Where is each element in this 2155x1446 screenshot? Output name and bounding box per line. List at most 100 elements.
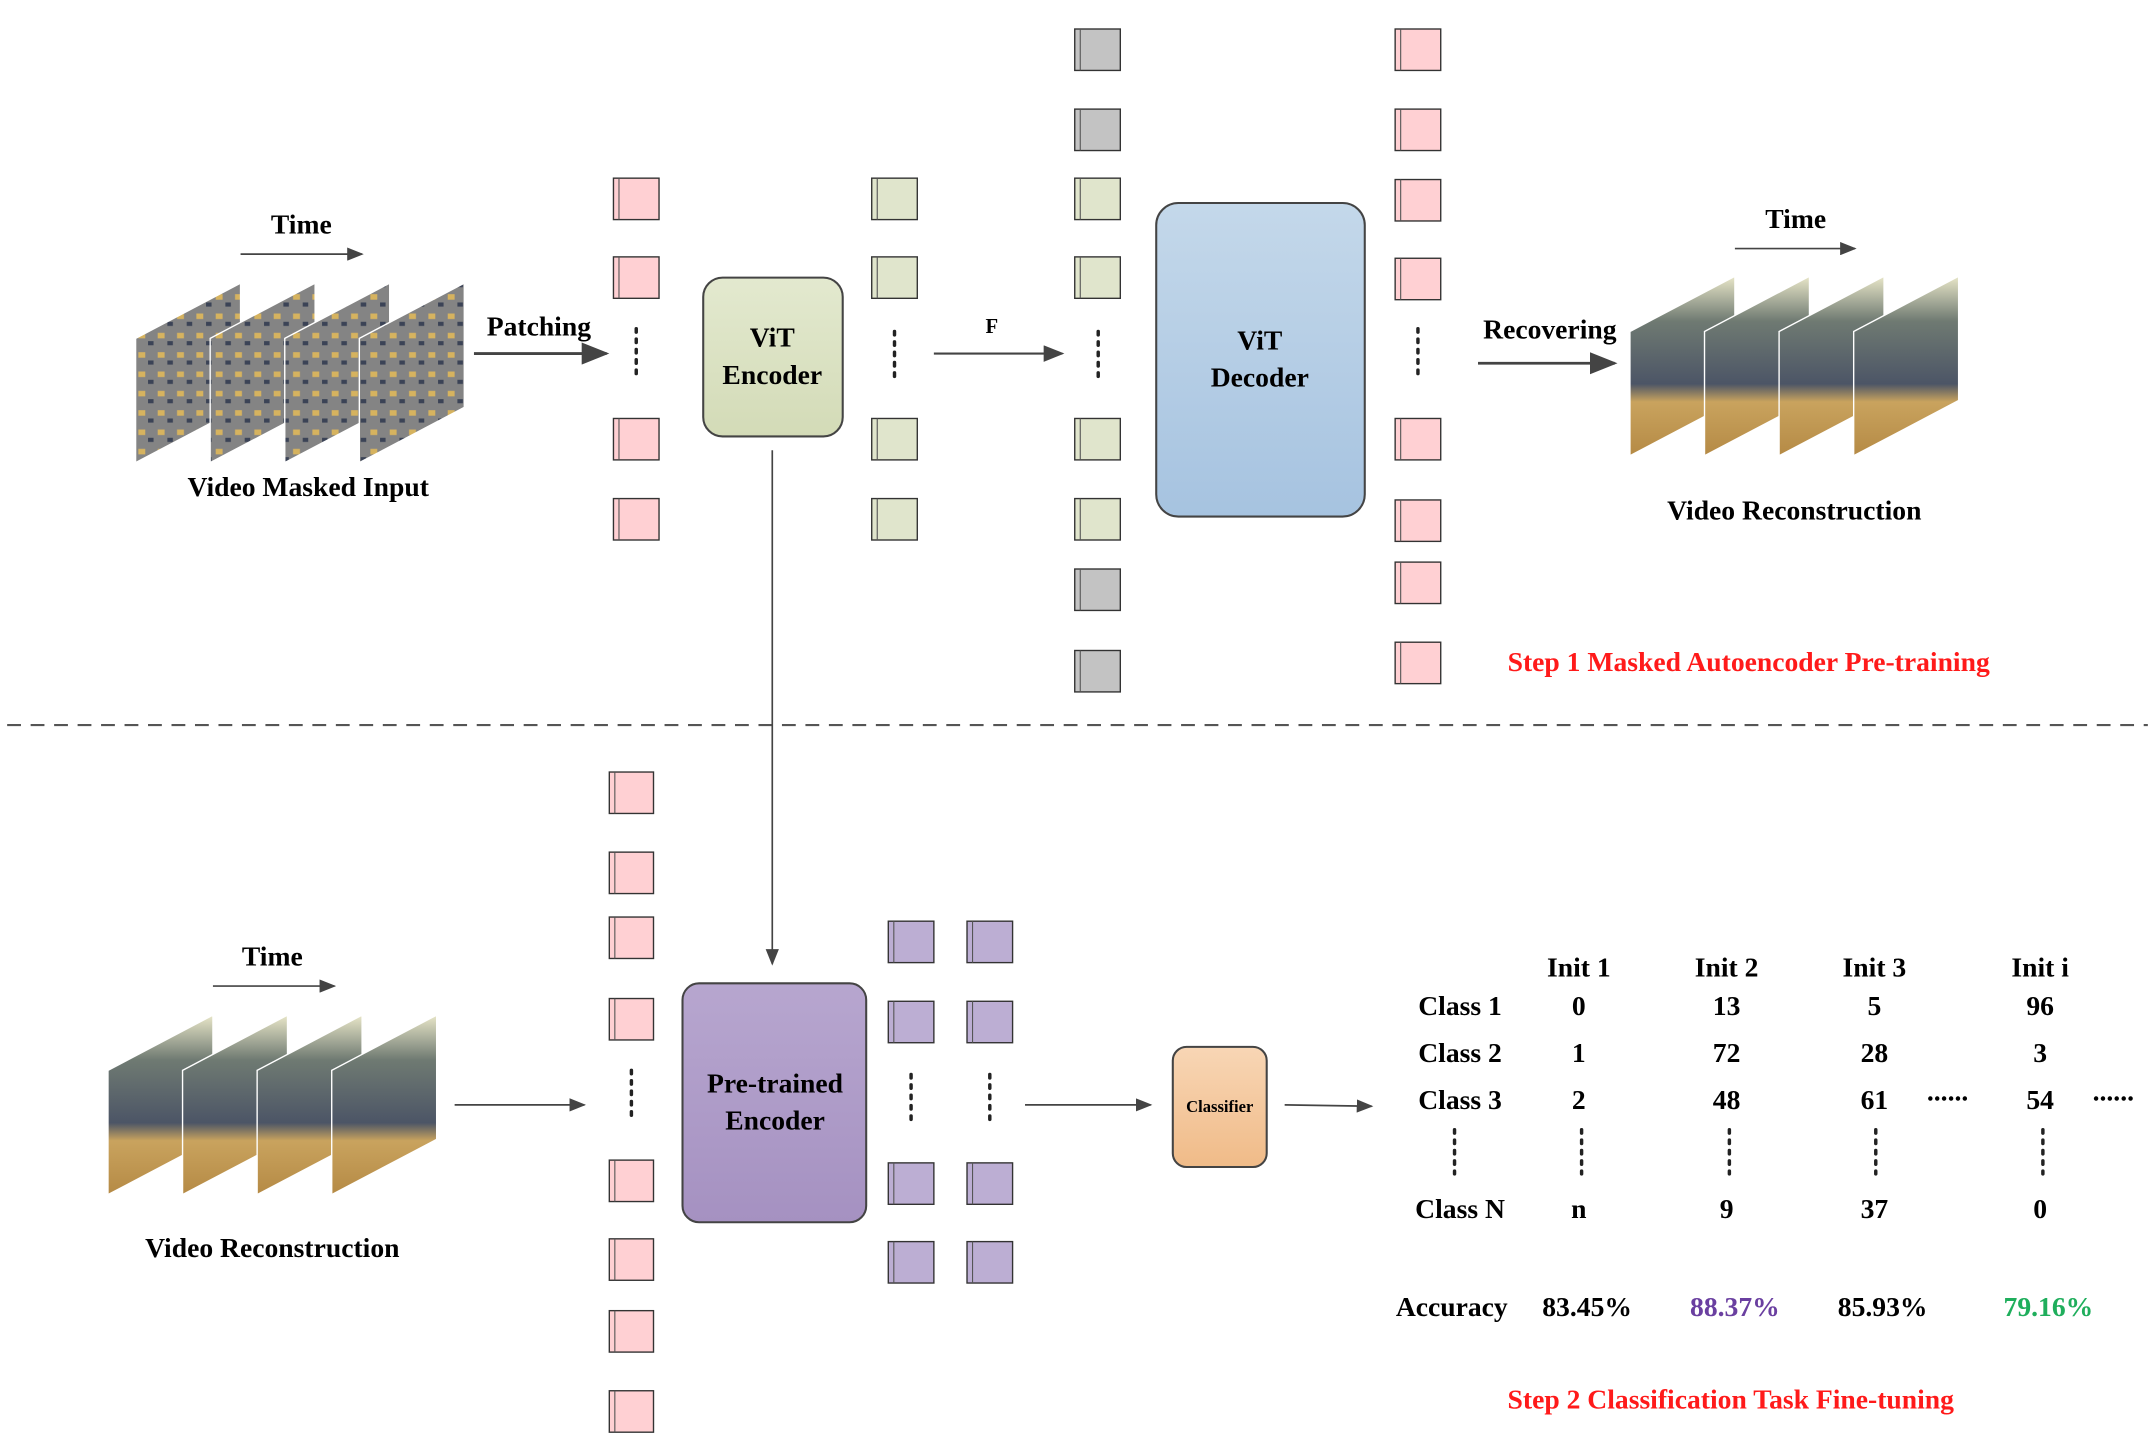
token-patch xyxy=(1394,499,1442,543)
classifier-label: Classifier xyxy=(1186,1097,1253,1116)
token-patch xyxy=(871,177,918,221)
table-cell: 72 xyxy=(1713,1037,1741,1068)
token-rect xyxy=(608,1238,655,1281)
feature-label: F xyxy=(986,316,999,338)
input-label: Video Masked Input xyxy=(188,471,430,502)
token-patch xyxy=(612,177,660,221)
token-patch xyxy=(887,1240,935,1284)
table-cell: 54 xyxy=(2026,1084,2054,1115)
token-rect xyxy=(608,997,655,1041)
decoder-label-1: ViT xyxy=(1237,324,1282,355)
token-rect xyxy=(887,1162,935,1205)
token-rect xyxy=(887,1000,935,1044)
output-label: Video Reconstruction xyxy=(1667,494,1921,525)
column-ellipsis: ...... xyxy=(2093,1076,2134,1107)
token-patch xyxy=(612,417,660,461)
token-rect xyxy=(612,497,660,541)
token-rect xyxy=(1074,177,1122,221)
accuracy-value: 79.16% xyxy=(2004,1291,2094,1322)
token-patch xyxy=(1394,561,1442,605)
table-cell: 0 xyxy=(2033,1193,2047,1224)
token-rect xyxy=(887,920,935,964)
token-patch xyxy=(1074,256,1122,300)
row-label: Class 2 xyxy=(1418,1037,1502,1068)
token-rect xyxy=(887,1240,935,1284)
row-label: Class N xyxy=(1415,1193,1505,1224)
input-time-label: Time xyxy=(271,208,332,239)
token-patch xyxy=(966,920,1014,964)
step2-title: Step 2 Classification Task Fine-tuning xyxy=(1508,1384,1955,1415)
accuracy-label: Accuracy xyxy=(1396,1291,1508,1322)
token-patch xyxy=(871,497,918,541)
token-rect xyxy=(608,1159,655,1203)
token-rect xyxy=(1394,178,1442,222)
token-rect xyxy=(871,417,918,461)
token-rect xyxy=(612,177,660,221)
token-patch xyxy=(608,851,655,895)
patching-label: Patching xyxy=(487,311,591,342)
column-header: Init 2 xyxy=(1695,951,1759,982)
encoder-label-1: ViT xyxy=(750,322,795,353)
token-patch xyxy=(966,1000,1014,1044)
token-patch xyxy=(608,1309,655,1353)
token-rect xyxy=(871,177,918,221)
table-cell: 5 xyxy=(1867,990,1881,1021)
token-patch xyxy=(966,1162,1014,1205)
token-patch xyxy=(612,497,660,541)
classifier-output-arrow xyxy=(1284,1099,1374,1113)
token-rect xyxy=(966,1162,1014,1205)
token-rect xyxy=(1394,499,1442,543)
token-patch xyxy=(871,256,918,300)
token-rect xyxy=(608,771,655,815)
accuracy-value: 85.93% xyxy=(1838,1291,1928,1322)
token-patch xyxy=(1394,28,1442,72)
token-patch xyxy=(1394,417,1442,461)
masked-video-frame xyxy=(358,281,465,464)
token-patch xyxy=(887,920,935,964)
table-cell: 0 xyxy=(1572,990,1586,1021)
token-rect xyxy=(1074,28,1122,72)
token-patch xyxy=(1074,497,1122,541)
token-patch xyxy=(608,771,655,815)
table-cell: 48 xyxy=(1713,1084,1741,1115)
token-rect xyxy=(1394,641,1442,685)
table-cell: 61 xyxy=(1861,1084,1889,1115)
token-rect xyxy=(966,1240,1014,1284)
token-rect xyxy=(608,1309,655,1353)
recovering-label: Recovering xyxy=(1483,313,1617,344)
token-patch xyxy=(608,1159,655,1203)
table-cell: 3 xyxy=(2033,1037,2047,1068)
pretrained-encoder-box xyxy=(681,982,868,1224)
table-cell: 96 xyxy=(2026,990,2054,1021)
column-ellipsis: ...... xyxy=(1927,1076,1968,1107)
table-cell: 28 xyxy=(1861,1037,1889,1068)
token-rect xyxy=(612,417,660,461)
table-cell: 37 xyxy=(1861,1193,1889,1224)
token-patch xyxy=(1394,641,1442,685)
token-rect xyxy=(1074,497,1122,541)
table-cell: 2 xyxy=(1572,1084,1586,1115)
column-header: Init 1 xyxy=(1547,951,1611,982)
token-patch xyxy=(1074,649,1122,693)
vit-decoder-box xyxy=(1155,201,1366,518)
token-patch xyxy=(1074,568,1122,612)
table-cell: 9 xyxy=(1720,1193,1734,1224)
token-rect xyxy=(608,851,655,895)
step2-input-label: Video Reconstruction xyxy=(145,1232,399,1263)
token-rect xyxy=(1394,28,1442,72)
token-rect xyxy=(608,1390,655,1433)
token-patch xyxy=(887,1000,935,1044)
column-header: Init 3 xyxy=(1843,951,1907,982)
pretrained-label-2: Encoder xyxy=(725,1105,825,1136)
token-rect xyxy=(1074,568,1122,612)
token-patch xyxy=(1074,108,1122,152)
step2-time-label: Time xyxy=(242,940,303,971)
token-rect xyxy=(871,256,918,300)
token-rect xyxy=(1394,108,1442,152)
table-cell: 1 xyxy=(1572,1037,1586,1068)
token-patch xyxy=(612,256,660,300)
row-label: Class 3 xyxy=(1418,1084,1502,1115)
column-header: Init i xyxy=(2011,951,2069,982)
token-patch xyxy=(1074,28,1122,72)
